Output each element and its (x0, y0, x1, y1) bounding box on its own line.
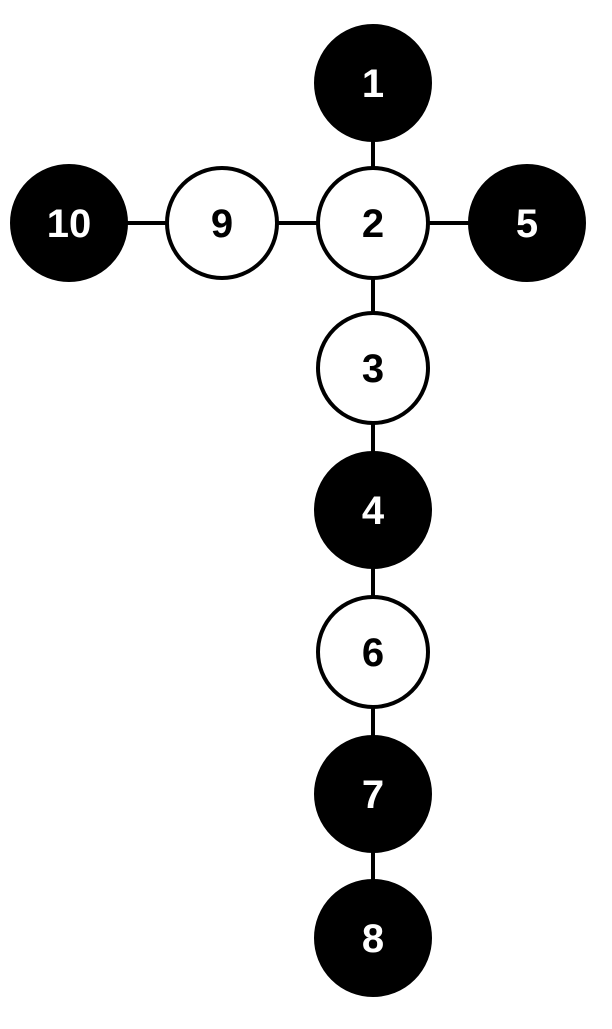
white-circle (165, 166, 279, 280)
white-circle (316, 166, 430, 280)
graph-node-5[interactable]: 5 (468, 164, 586, 282)
graph-node-1[interactable]: 1 (314, 24, 432, 142)
graph-node-6[interactable]: 6 (316, 595, 430, 709)
black-circle (314, 879, 432, 997)
black-circle (314, 735, 432, 853)
black-circle (10, 164, 128, 282)
black-circle (314, 451, 432, 569)
graph-node-10[interactable]: 10 (10, 164, 128, 282)
graph-node-8[interactable]: 8 (314, 879, 432, 997)
white-circle (316, 595, 430, 709)
white-circle (316, 311, 430, 425)
graph-node-2[interactable]: 2 (316, 166, 430, 280)
graph-node-4[interactable]: 4 (314, 451, 432, 569)
graph-node-3[interactable]: 3 (316, 311, 430, 425)
black-circle (468, 164, 586, 282)
graph-node-7[interactable]: 7 (314, 735, 432, 853)
black-circle (314, 24, 432, 142)
graph-node-9[interactable]: 9 (165, 166, 279, 280)
